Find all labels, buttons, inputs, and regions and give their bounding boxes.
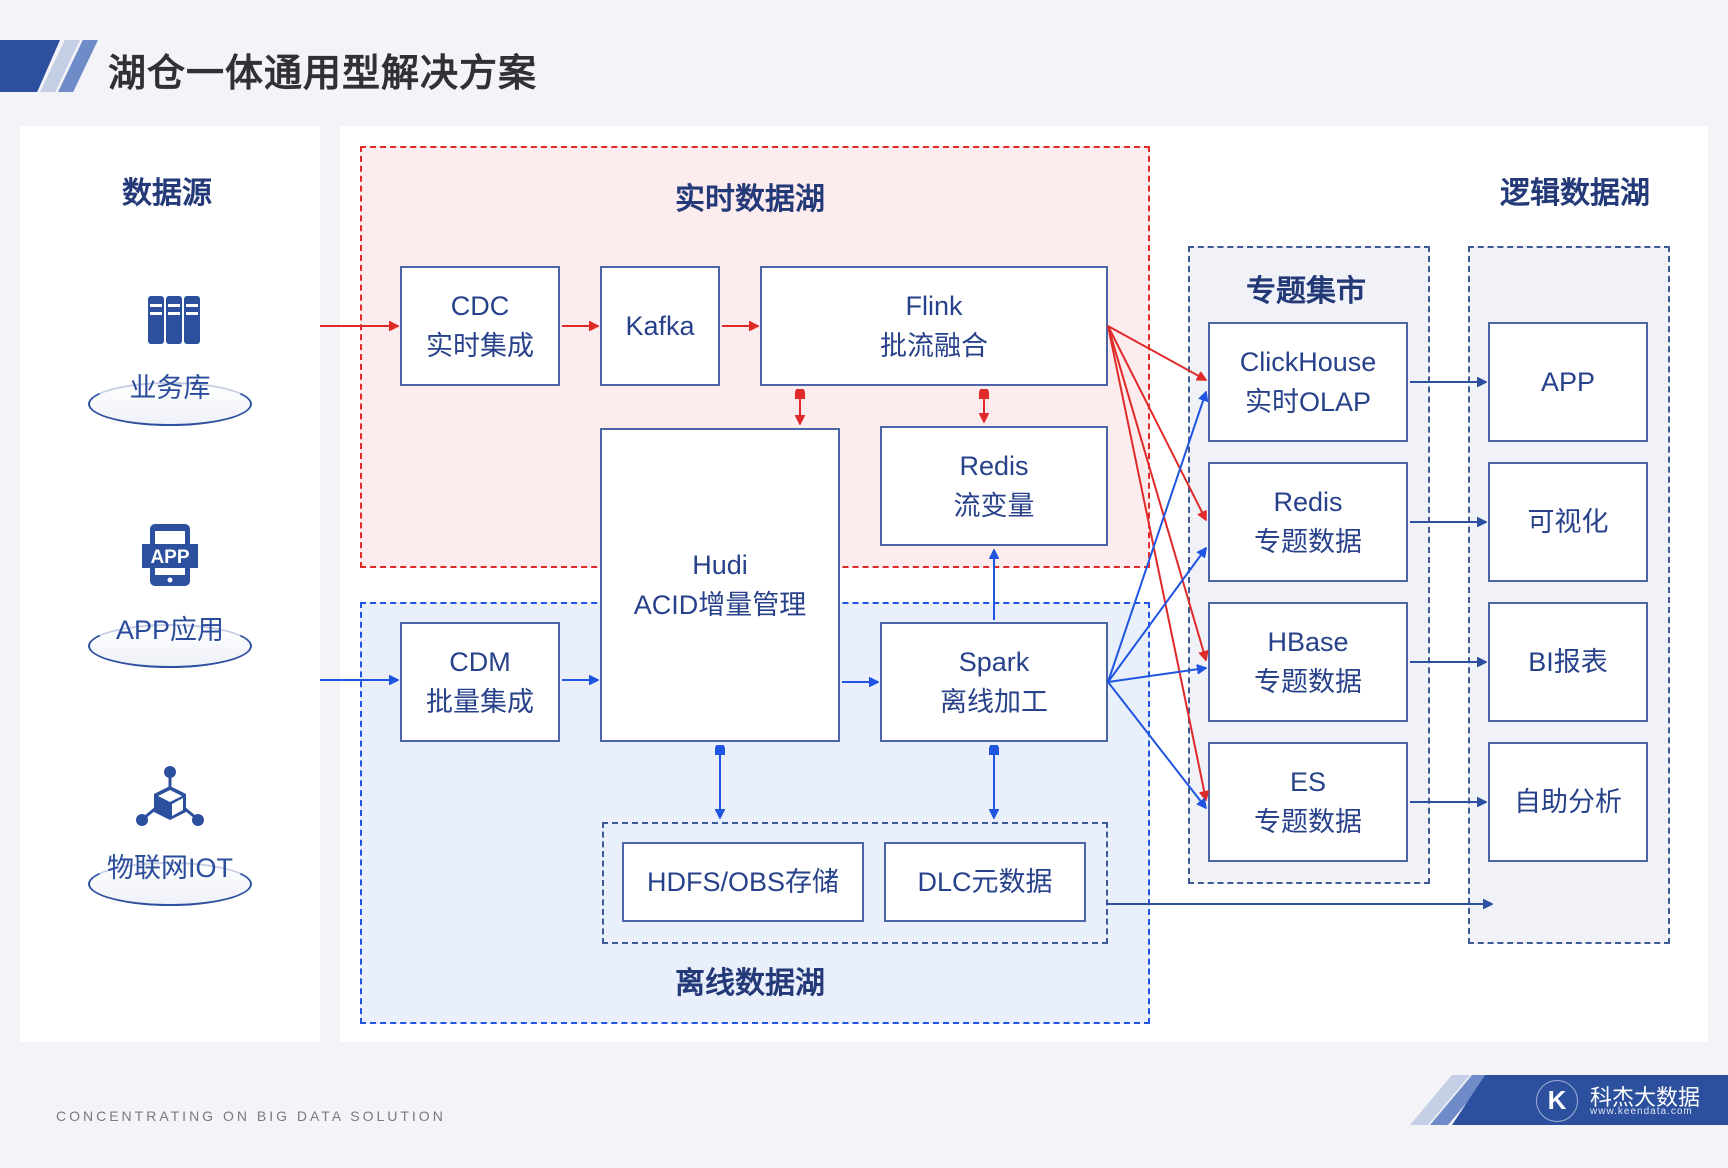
- topic-mart-title: 专题集市: [1246, 275, 1366, 308]
- hudi-box[interactable]: Hudi ACID增量管理: [600, 428, 840, 742]
- logic-item-label: 可视化: [1527, 507, 1609, 537]
- redis-stream-name: Redis: [959, 451, 1029, 481]
- cdm-name: CDM: [449, 647, 511, 677]
- redis-stream-desc: 流变量: [953, 491, 1035, 521]
- logic-self-service-box[interactable]: 自助分析: [1488, 742, 1648, 862]
- mart-item-name: Redis: [1273, 487, 1343, 517]
- cdc-desc: 实时集成: [426, 331, 534, 361]
- brand-name: 科杰大数据: [1590, 1085, 1701, 1110]
- metadata-name: DLC元数据: [917, 867, 1053, 897]
- storage-group-zone: [602, 822, 1108, 944]
- mobile-app-icon: APP: [142, 524, 198, 586]
- mart-clickhouse-box[interactable]: ClickHouse 实时OLAP: [1208, 322, 1408, 442]
- spark-name: Spark: [958, 647, 1030, 677]
- logic-item-label: BI报表: [1528, 647, 1608, 677]
- storage-name: HDFS/OBS存储: [646, 867, 840, 897]
- realtime-lake-title: 实时数据湖: [675, 183, 825, 216]
- mart-es-box[interactable]: ES 专题数据: [1208, 742, 1408, 862]
- brand-bar: [1452, 1075, 1728, 1125]
- hudi-name: Hudi: [692, 550, 748, 580]
- source-item-iot[interactable]: [134, 766, 206, 835]
- source-pedestal: [88, 862, 252, 906]
- kafka-box[interactable]: Kafka: [600, 266, 720, 386]
- svg-text:APP: APP: [150, 547, 189, 568]
- cdc-name: CDC: [450, 291, 510, 321]
- logic-item-label: 自助分析: [1514, 787, 1622, 817]
- source-pedestal: [88, 382, 252, 426]
- mart-item-name: ClickHouse: [1239, 347, 1377, 377]
- source-label: 物联网IOT: [107, 853, 233, 883]
- mart-item-desc: 实时OLAP: [1244, 387, 1372, 417]
- mart-item-desc: 专题数据: [1254, 807, 1362, 837]
- source-label: APP应用: [115, 615, 225, 645]
- brand-logo-icon: K: [1536, 1080, 1578, 1122]
- source-label: 业务库: [129, 373, 211, 403]
- mart-redis-box[interactable]: Redis 专题数据: [1208, 462, 1408, 582]
- flink-desc: 批流融合: [880, 331, 988, 361]
- mart-item-desc: 专题数据: [1254, 527, 1362, 557]
- brand-url: www.keendata.com: [1590, 1106, 1693, 1117]
- iot-cube-icon: [136, 766, 204, 826]
- logic-visualization-box[interactable]: 可视化: [1488, 462, 1648, 582]
- source-pedestal: [88, 624, 252, 668]
- flink-name: Flink: [905, 291, 963, 321]
- spark-box[interactable]: Spark 离线加工: [880, 622, 1108, 742]
- cdm-desc: 批量集成: [426, 687, 534, 717]
- logic-item-label: APP: [1540, 367, 1596, 397]
- source-item-database[interactable]: [148, 294, 208, 359]
- logic-app-box[interactable]: APP: [1488, 322, 1648, 442]
- spark-desc: 离线加工: [940, 687, 1048, 717]
- logic-bi-report-box[interactable]: BI报表: [1488, 602, 1648, 722]
- source-item-app[interactable]: APP: [142, 522, 198, 593]
- footer-slogan: CONCENTRATING ON BIG DATA SOLUTION: [56, 1108, 446, 1124]
- cdm-box[interactable]: CDM 批量集成: [400, 622, 560, 742]
- hudi-desc: ACID增量管理: [633, 590, 807, 620]
- hdfs-obs-storage-box[interactable]: HDFS/OBS存储: [622, 842, 864, 922]
- dlc-metadata-box[interactable]: DLC元数据: [884, 842, 1086, 922]
- mart-hbase-box[interactable]: HBase 专题数据: [1208, 602, 1408, 722]
- mart-item-name: HBase: [1267, 627, 1349, 657]
- cdc-box[interactable]: CDC 实时集成: [400, 266, 560, 386]
- page-title: 湖仓一体通用型解决方案: [108, 53, 538, 95]
- logical-lake-title: 逻辑数据湖: [1500, 177, 1650, 210]
- offline-lake-title: 离线数据湖: [675, 967, 825, 1000]
- flink-box[interactable]: Flink 批流融合: [760, 266, 1108, 386]
- data-source-heading: 数据源: [122, 177, 212, 210]
- mart-item-name: ES: [1289, 767, 1327, 797]
- redis-stream-box[interactable]: Redis 流变量: [880, 426, 1108, 546]
- mart-item-desc: 专题数据: [1254, 667, 1362, 697]
- database-icon: [148, 296, 200, 344]
- kafka-name: Kafka: [625, 311, 695, 341]
